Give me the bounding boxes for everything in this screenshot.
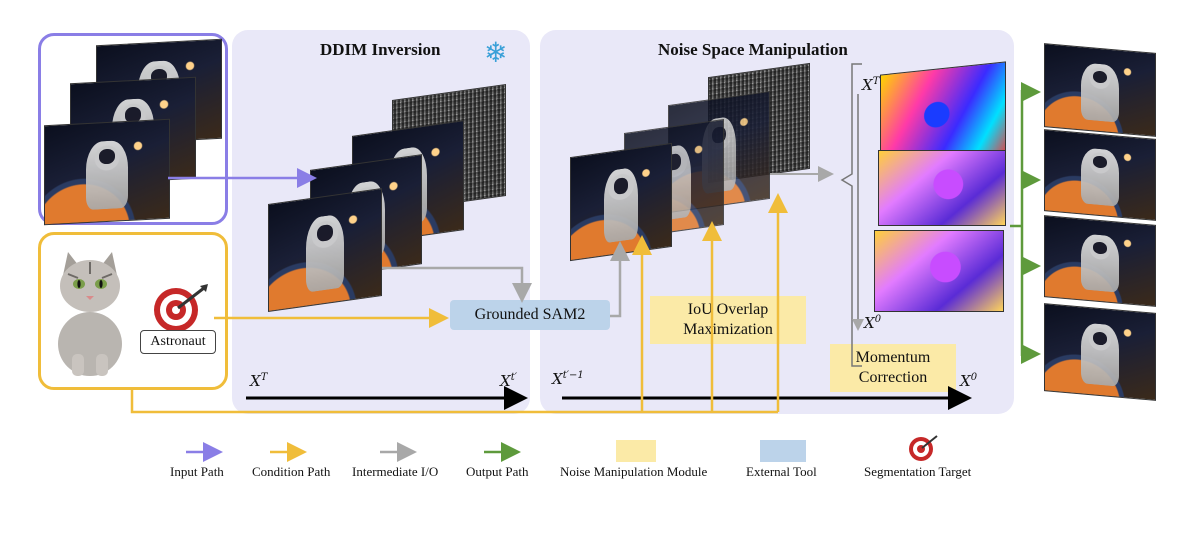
heatmap-bottom xyxy=(874,230,1004,312)
target-icon xyxy=(146,284,210,334)
input-frame-front xyxy=(44,118,170,226)
ddim-axis-end: Xt′ xyxy=(500,372,517,390)
stack-axis-top: XT xyxy=(862,76,880,94)
noise-latent-1 xyxy=(570,142,672,262)
legend-tool-label: External Tool xyxy=(746,464,817,479)
legend-input-label: Input Path xyxy=(170,464,224,479)
noise-axis-end: X0 xyxy=(960,372,978,390)
heatmap-middle xyxy=(878,150,1006,226)
iou-line-2: Maximization xyxy=(683,321,773,338)
output-image-1 xyxy=(1044,43,1156,137)
legend-condition-label: Condition Path xyxy=(252,464,331,479)
legend-noise-swatch xyxy=(616,440,656,462)
snowflake-icon: ❄ xyxy=(484,38,508,69)
legend-noise-label: Noise Manipulation Module xyxy=(560,464,708,479)
legend-tool-swatch xyxy=(760,440,806,462)
legend-target-label: Segmentation Target xyxy=(864,464,972,479)
ddim-axis-start: XT xyxy=(250,372,268,390)
noise-title: Noise Space Manipulation xyxy=(658,40,848,59)
legend-output-label: Output Path xyxy=(466,464,529,479)
astronaut-label: Astronaut xyxy=(140,330,216,354)
momentum-correction-box: Momentum Correction xyxy=(830,344,956,392)
momentum-line-1: Momentum xyxy=(855,349,931,366)
ddim-latent-1 xyxy=(268,187,382,313)
iou-line-1: IoU Overlap xyxy=(687,301,769,318)
iou-maximization-box: IoU Overlap Maximization xyxy=(650,296,806,344)
stack-axis-bottom: X0 xyxy=(864,314,882,332)
momentum-line-2: Correction xyxy=(858,369,928,386)
output-image-2 xyxy=(1044,129,1156,221)
legend-intermediate-label: Intermediate I/O xyxy=(352,464,439,479)
output-image-4 xyxy=(1044,303,1156,401)
cat-image xyxy=(48,244,132,378)
grounded-sam2-box: Grounded SAM2 xyxy=(450,300,610,330)
ddim-title: DDIM Inversion xyxy=(320,40,441,59)
output-image-3 xyxy=(1044,215,1156,307)
legend-target-icon xyxy=(906,434,940,462)
noise-axis-start: Xt′−1 xyxy=(552,370,584,388)
